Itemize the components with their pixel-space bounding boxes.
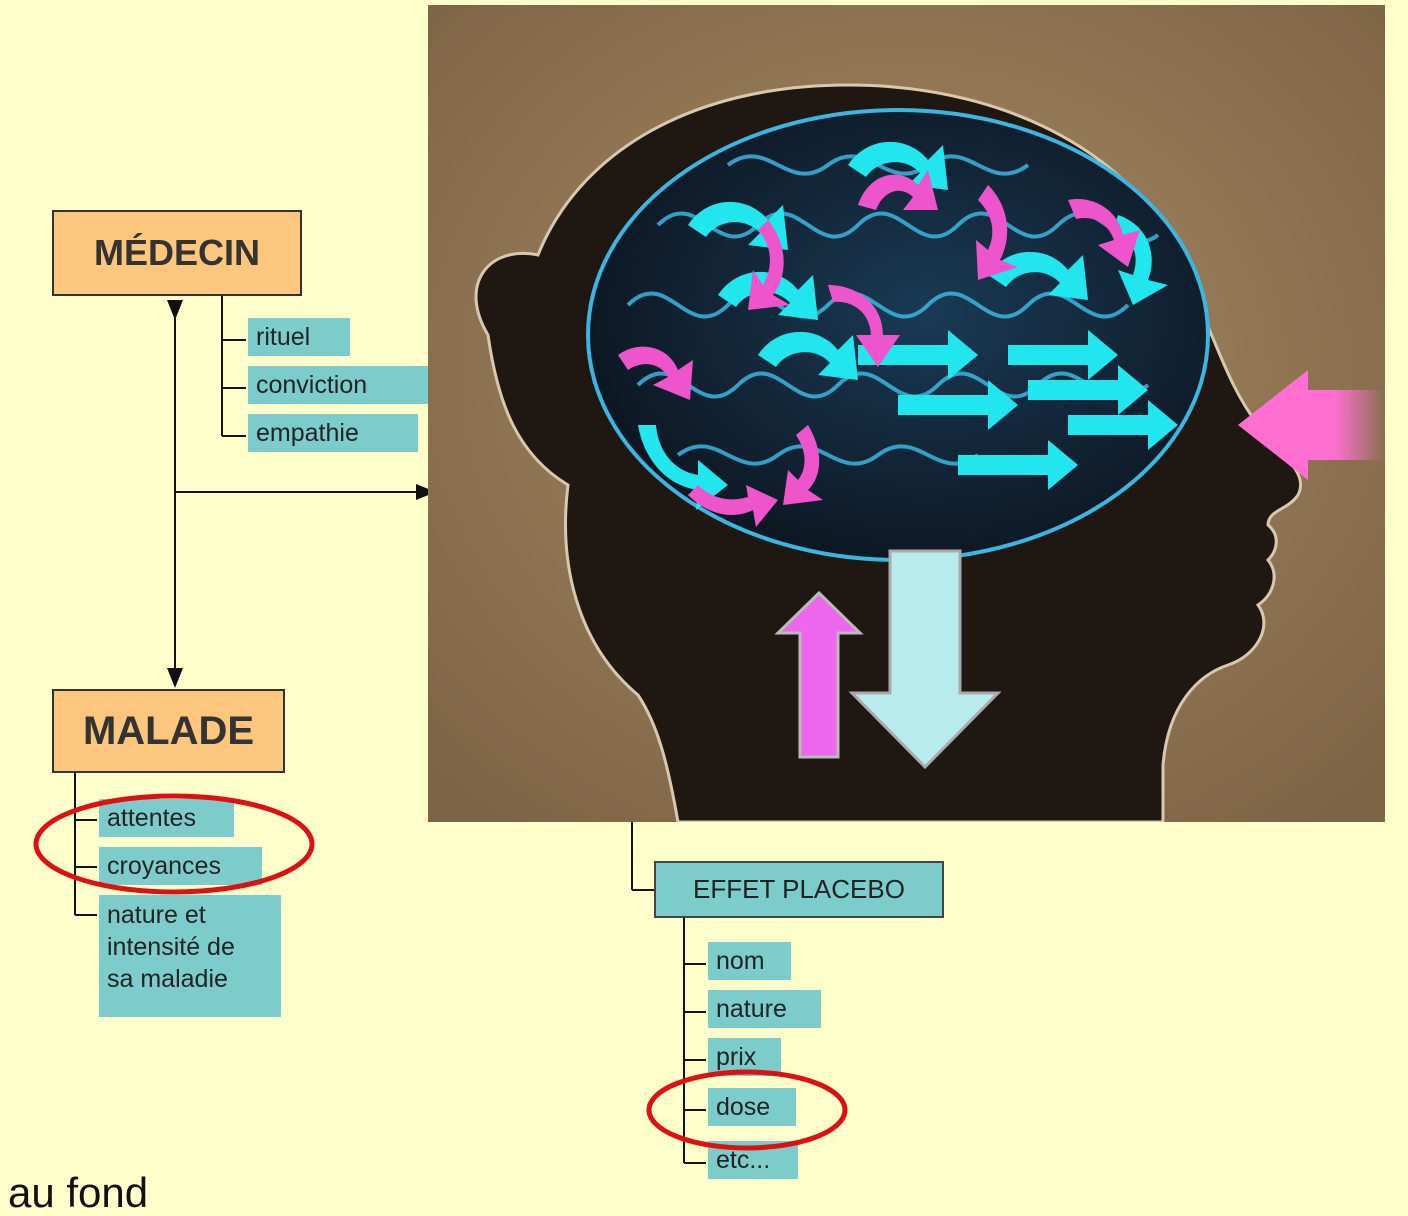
effet-attr-dose: dose (708, 1088, 796, 1126)
effet-placebo-box: EFFET PLACEBO (654, 861, 944, 918)
medecin-attr-conviction: conviction (248, 366, 428, 404)
effet-attr-prix: prix (708, 1038, 781, 1076)
medecin-box: MÉDECIN (52, 210, 302, 296)
effet-attr-etc: etc... (708, 1141, 798, 1179)
malade-attr-attentes: attentes (99, 799, 234, 837)
malade-title: MALADE (83, 709, 254, 754)
malade-attr-croyances: croyances (99, 847, 262, 885)
effet-attr-nom: nom (708, 942, 791, 980)
malade-attr-line-3: sa maladie (107, 963, 271, 995)
medecin-attr-empathie: empathie (248, 414, 418, 452)
effet-attr-nature: nature (708, 990, 821, 1028)
malade-attr-line-2: intensité de (107, 931, 271, 963)
medecin-attr-rituel: rituel (248, 318, 350, 356)
head-brain-illustration (428, 5, 1385, 822)
medecin-title: MÉDECIN (94, 232, 260, 274)
malade-box: MALADE (52, 689, 285, 773)
malade-attr-line-1: nature et (107, 899, 271, 931)
head-brain-svg (428, 5, 1385, 822)
effet-placebo-title: EFFET PLACEBO (693, 874, 905, 905)
malade-attr-nature-intensite: nature et intensité de sa maladie (99, 895, 281, 1017)
